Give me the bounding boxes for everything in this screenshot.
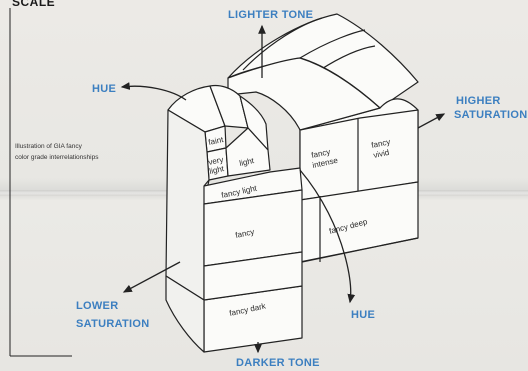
grade-fancy-vivid-2: vivid (373, 148, 391, 160)
higher-saturation-arrow (417, 113, 446, 129)
header-title: SCALE (12, 0, 55, 9)
upper-fan-front (227, 57, 381, 131)
stack-left-side (165, 109, 210, 301)
lower-saturation-arrow (122, 261, 181, 293)
grade-fancy-intense-1: fancy (311, 147, 332, 160)
darker-tone-label: DARKER TONE (236, 357, 320, 369)
lower-saturation-label-2: SATURATION (76, 318, 149, 330)
base-top-edge (301, 237, 419, 263)
caption-line-2: color grade interrelationships (15, 154, 99, 161)
fancy-light-front (203, 167, 303, 205)
fan-arc-3 (319, 45, 376, 71)
grade-fancy: fancy (235, 227, 256, 240)
higher-saturation-label-1: HIGHER (456, 95, 501, 107)
light-front (225, 127, 271, 177)
fan-arc-2 (299, 29, 366, 59)
caption-line-1: Illustration of GIA fancy (15, 143, 83, 150)
fancy-mid-front (203, 251, 303, 301)
hue-top-arrow (120, 82, 187, 101)
grade-light: light (239, 156, 256, 168)
lower-saturation-label-1: LOWER (76, 300, 118, 312)
grade-very-light-1: very (208, 155, 225, 167)
fancy-light-join (203, 179, 210, 187)
grade-faint: faint (208, 135, 225, 147)
hue-bottom-label: HUE (351, 309, 375, 321)
higher-saturation-label-2: SATURATION (454, 109, 527, 121)
base-left-curve (165, 275, 205, 353)
fan-arc-1 (242, 17, 323, 71)
hue-top-label: HUE (92, 83, 116, 95)
grade-fancy-vivid-1: fancy (371, 137, 392, 150)
lighter-tone-label: LIGHTER TONE (228, 9, 313, 21)
light-block-top (239, 95, 269, 151)
hue-bottom-arrow (299, 169, 356, 304)
grade-very-light-2: light (209, 164, 226, 176)
